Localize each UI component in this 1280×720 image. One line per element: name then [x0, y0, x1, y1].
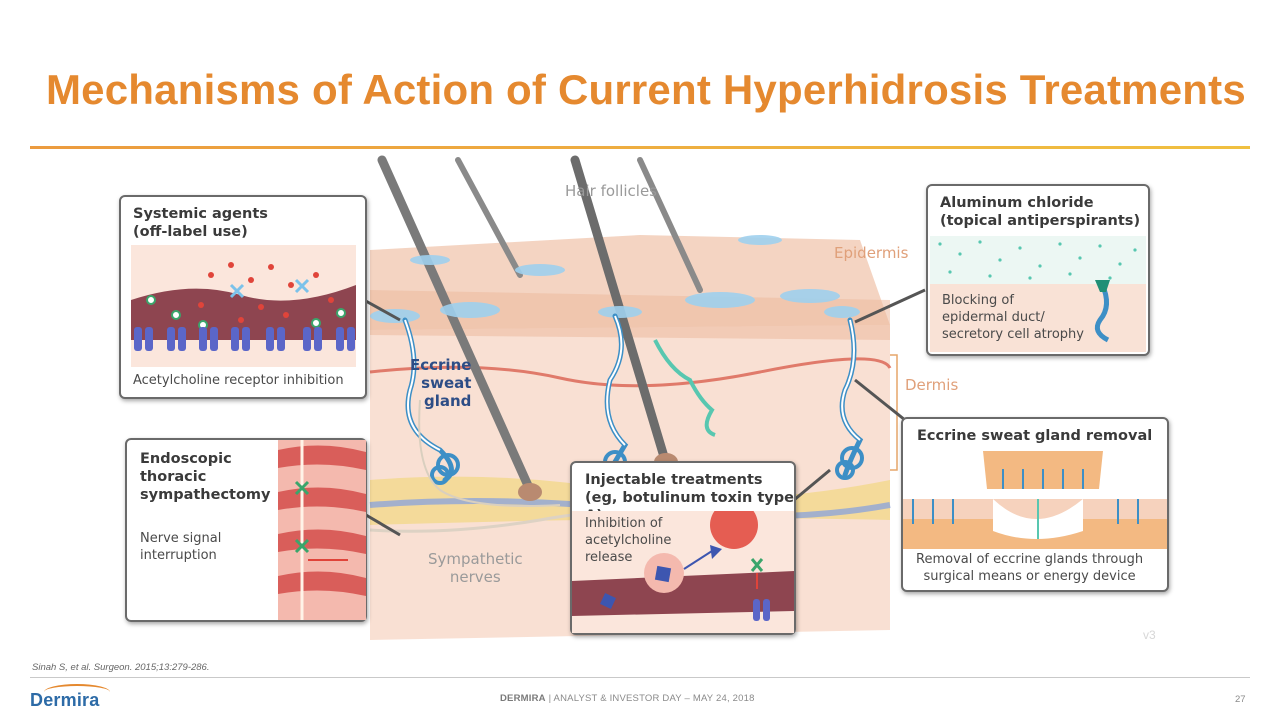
label-eccrine-sweat-gland: Eccrine sweat gland	[410, 356, 472, 410]
treated-gland	[653, 339, 716, 437]
eccrine-gland-highlights	[404, 315, 861, 451]
footer-event: DERMIRA | ANALYST & INVESTOR DAY – MAY 2…	[500, 693, 755, 704]
footer-event-text: | ANALYST & INVESTOR DAY – MAY 24, 2018	[545, 693, 755, 704]
slide-title: Mechanisms of Action of Current Hyperhid…	[46, 66, 1246, 113]
callout-aluminum-chloride: Aluminum chloride (topical antiperspiran…	[926, 184, 1150, 356]
callout-systemic-agents: Systemic agents (off-label use) Acetylch…	[119, 195, 367, 399]
callout-removal-title: Eccrine sweat gland removal	[917, 428, 1153, 444]
page-number: 27	[1235, 694, 1246, 705]
hair-shaft-4	[637, 157, 703, 293]
logo-text: Dermira	[30, 690, 100, 710]
antiperspirant-illustration	[930, 236, 1146, 352]
callout-endoscopic-caption: Nerve signal interruption	[140, 531, 222, 563]
gland-removal-illustration	[903, 449, 1167, 549]
callout-injectable-treatments: Injectable treatments (eg, botulinum tox…	[570, 461, 796, 635]
hair-shaft-1	[377, 155, 535, 495]
footer-company: DERMIRA	[500, 693, 546, 704]
logo-arc	[44, 684, 110, 700]
label-epidermis: Epidermis	[834, 244, 909, 262]
callout-removal-caption: Removal of eccrine glands through surgic…	[916, 552, 1144, 584]
dermira-logo: Dermira	[30, 684, 120, 714]
hair-bulb-1	[518, 483, 542, 501]
sweat-droplets	[370, 235, 860, 323]
receptor-illustration	[131, 245, 356, 367]
callout-sweat-gland-removal: Eccrine sweat gland removal Removal of e…	[901, 417, 1169, 592]
sympathetic-nerve-2	[418, 399, 561, 507]
botulinum-illustration	[572, 511, 794, 633]
citation: Sinah S, et al. Surgeon. 2015;13:279-286…	[32, 662, 210, 673]
footer-divider	[30, 677, 1250, 678]
callout-endoscopic-title: Endoscopic thoracic sympathectomy	[140, 451, 271, 503]
callout-systemic-caption: Acetylcholine receptor inhibition	[133, 373, 344, 388]
callout-endoscopic-sympathectomy: Endoscopic thoracic sympathectomy Nerve …	[125, 438, 367, 622]
hair-shaft-2	[455, 157, 523, 278]
label-sympathetic-nerves: Sympathetic nerves	[428, 550, 523, 586]
callout-aluminum-title: Aluminum chloride (topical antiperspiran…	[940, 195, 1141, 229]
callout-leader-lines	[363, 288, 926, 537]
title-underline	[30, 146, 1250, 149]
version-mark: v3	[1143, 628, 1156, 642]
label-dermis: Dermis	[905, 376, 959, 394]
callout-aluminum-caption: Blocking of epidermal duct/ secretory ce…	[942, 293, 1084, 342]
nerve-ribs-illustration	[278, 440, 366, 620]
callout-systemic-title: Systemic agents (off-label use)	[133, 206, 268, 240]
callout-injectable-caption: Inhibition of acetylcholine release	[585, 516, 672, 565]
label-hair-follicles: Hair follicles	[565, 182, 657, 200]
